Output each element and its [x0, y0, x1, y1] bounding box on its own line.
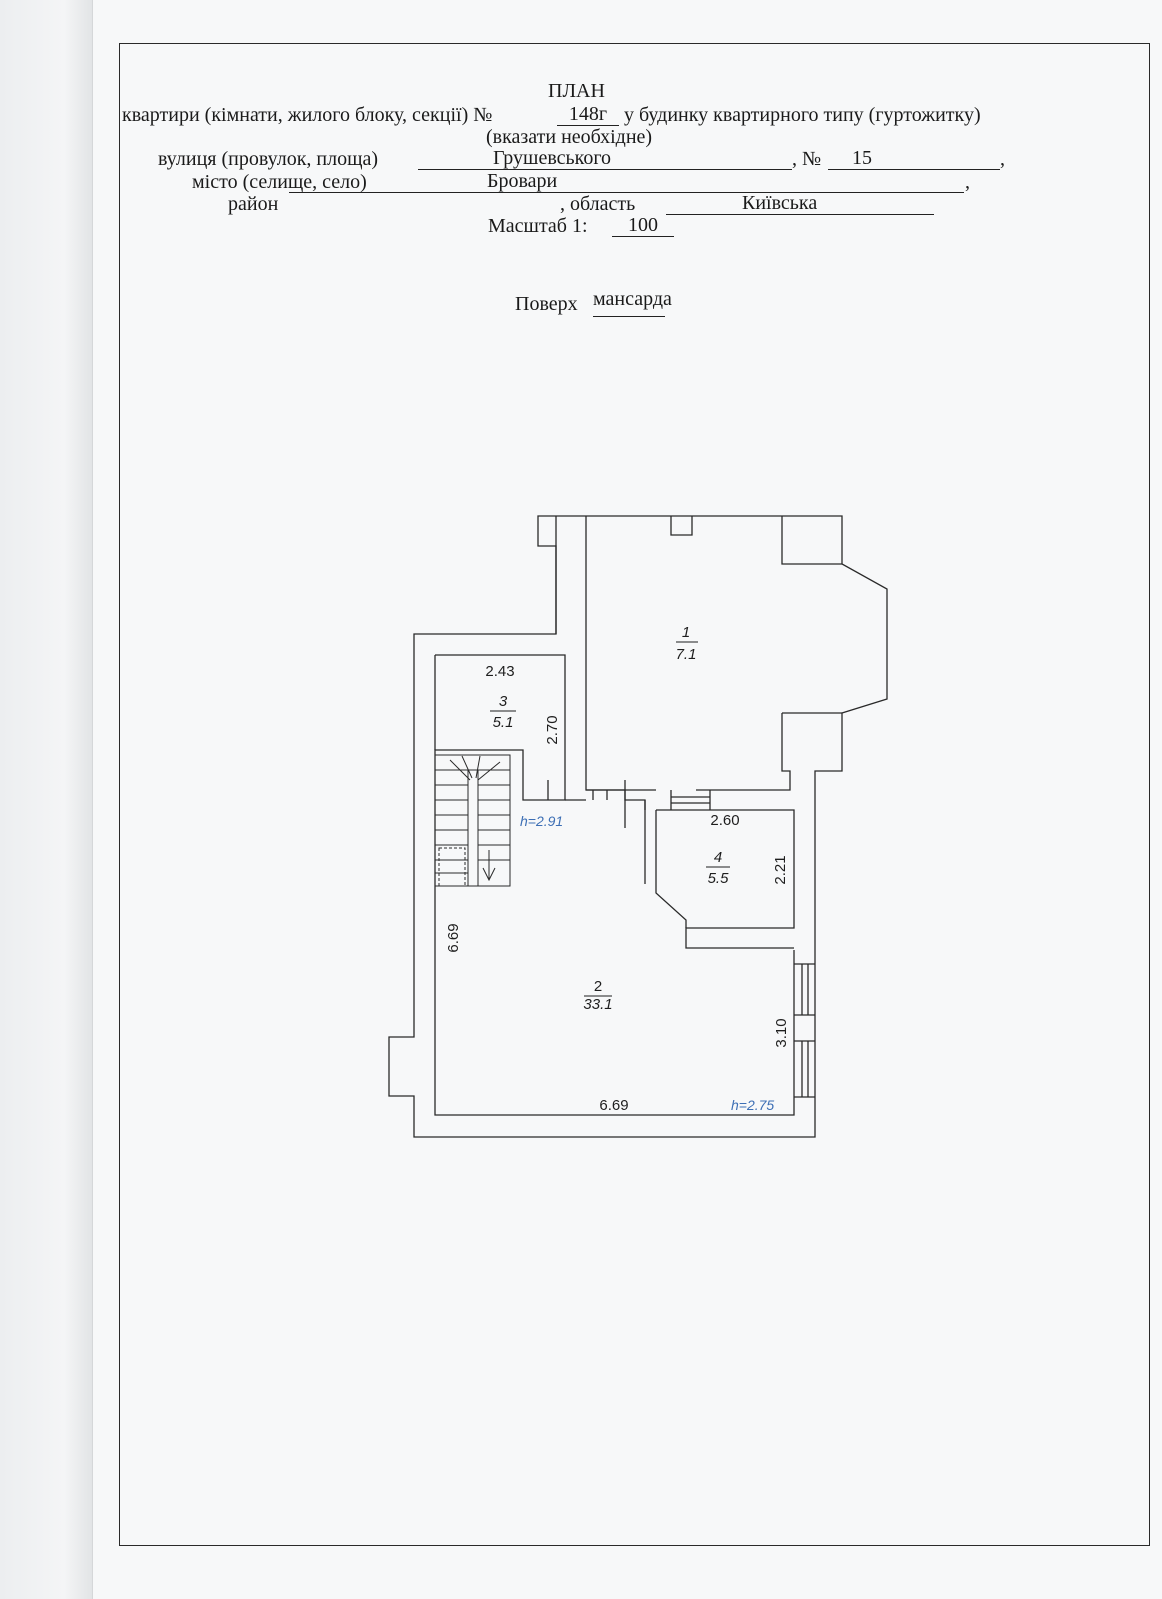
district-label: район	[228, 193, 279, 215]
room-4-label: 4 5.5	[706, 849, 730, 887]
floor-underline	[593, 316, 665, 317]
height-lower: h=2.75	[731, 1097, 774, 1113]
scale-label: Масштаб 1:	[488, 215, 588, 237]
dim-room3-depth: 2.70	[544, 715, 561, 744]
comma-2: ,	[965, 171, 970, 193]
room-3-label: 3 5.1	[490, 693, 516, 731]
note-text: (вказати необхідне)	[486, 126, 653, 148]
dim-room4-width: 2.60	[710, 812, 739, 829]
svg-text:3: 3	[499, 693, 508, 710]
floor-value: мансарда	[593, 288, 672, 310]
apartment-line-suffix: у будинку квартирного типу (гуртожитку)	[624, 104, 981, 126]
apartment-number: 148г	[557, 103, 619, 126]
room-1-label: 1 7.1	[676, 624, 698, 663]
svg-text:33.1: 33.1	[583, 996, 612, 1013]
plan-walls	[388, 515, 888, 1138]
floor-label: Поверх	[515, 293, 578, 315]
dim-room4-depth: 2.21	[772, 855, 789, 884]
document-title: ПЛАН	[548, 80, 605, 102]
svg-text:5.5: 5.5	[708, 870, 730, 887]
city-value: Бровари	[397, 170, 964, 193]
binding-strip	[0, 0, 93, 1599]
dim-room2-left: 6.69	[445, 923, 462, 952]
street-value: Грушевського	[418, 147, 792, 170]
dim-room2-bottom: 6.69	[599, 1097, 628, 1114]
svg-text:2: 2	[594, 978, 602, 995]
apartment-line-label: квартири (кімнати, жилого блоку, секції)…	[122, 104, 493, 126]
svg-text:4: 4	[714, 849, 722, 866]
street-label: вулиця (провулок, площа)	[158, 148, 379, 170]
dim-room3-width: 2.43	[485, 663, 514, 680]
svg-text:5.1: 5.1	[493, 714, 514, 731]
staircase	[434, 754, 511, 887]
house-label: , №	[792, 148, 822, 170]
room-2-label: 2 33.1	[583, 978, 612, 1013]
comma-1: ,	[1000, 148, 1005, 170]
region-label: , область	[560, 193, 636, 215]
district-value	[289, 192, 559, 193]
svg-text:1: 1	[682, 624, 690, 641]
scale-value: 100	[612, 214, 674, 237]
dim-room2-right: 3.10	[773, 1018, 790, 1047]
height-upper: h=2.91	[520, 813, 563, 829]
house-number: 15	[828, 147, 1000, 170]
region-value: Київська	[666, 192, 934, 215]
svg-text:7.1: 7.1	[676, 646, 697, 663]
city-label: місто (селище, село)	[192, 171, 367, 193]
page-frame	[119, 43, 1150, 1546]
